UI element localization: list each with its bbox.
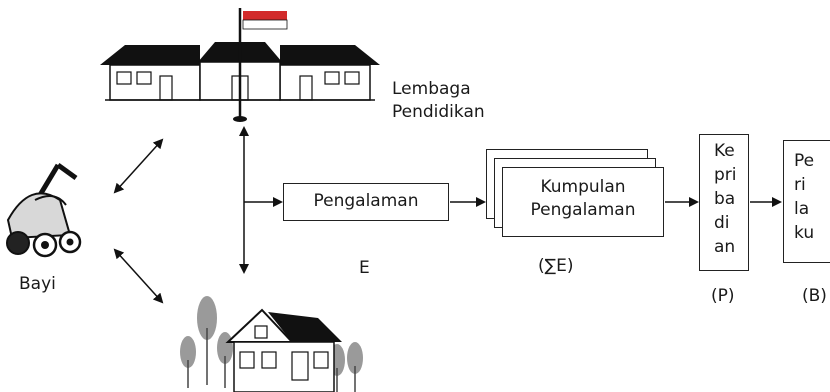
experience-symbol: E: [359, 258, 370, 278]
personality-syllable: di: [714, 213, 730, 233]
arrows: [113, 126, 782, 304]
house-icon: [180, 296, 363, 392]
flag-icon: [233, 8, 288, 122]
behavior-syllable: Pe: [794, 151, 815, 171]
behavior-syllable: la: [794, 199, 810, 219]
institution-label-line1: Lembaga: [392, 79, 471, 99]
baby-stroller-icon: [6, 162, 82, 258]
school-building-icon: [100, 42, 380, 101]
personality-syllable: pri: [714, 165, 737, 185]
institution-label-line2: Pendidikan: [392, 102, 485, 122]
collection-label-line1: Kumpulan: [540, 177, 626, 197]
behavior-box: Pe ri la ku: [783, 140, 830, 263]
behavior-syllable: ku: [794, 223, 815, 243]
personality-syllable: an: [714, 237, 736, 257]
personality-symbol: (P): [711, 286, 735, 306]
personality-syllable: Ke: [714, 141, 735, 161]
personality-syllable: ba: [714, 189, 736, 209]
arrow-baby-home: [113, 248, 164, 304]
baby-label: Bayi: [19, 274, 56, 294]
collection-symbol: (∑E): [538, 256, 574, 276]
collection-label-line2: Pengalaman: [530, 200, 636, 220]
personality-box: Ke pri ba di an: [699, 134, 749, 271]
personality-label: Ke pri ba di an: [714, 139, 737, 259]
experience-label: Pengalaman: [313, 191, 419, 211]
arrow-baby-school: [113, 138, 164, 194]
behavior-symbol: (B): [802, 286, 827, 306]
behavior-syllable: ri: [794, 175, 806, 195]
experience-box: Pengalaman: [283, 183, 449, 221]
collection-box: Kumpulan Pengalaman: [502, 167, 664, 237]
behavior-label: Pe ri la ku: [794, 149, 814, 245]
